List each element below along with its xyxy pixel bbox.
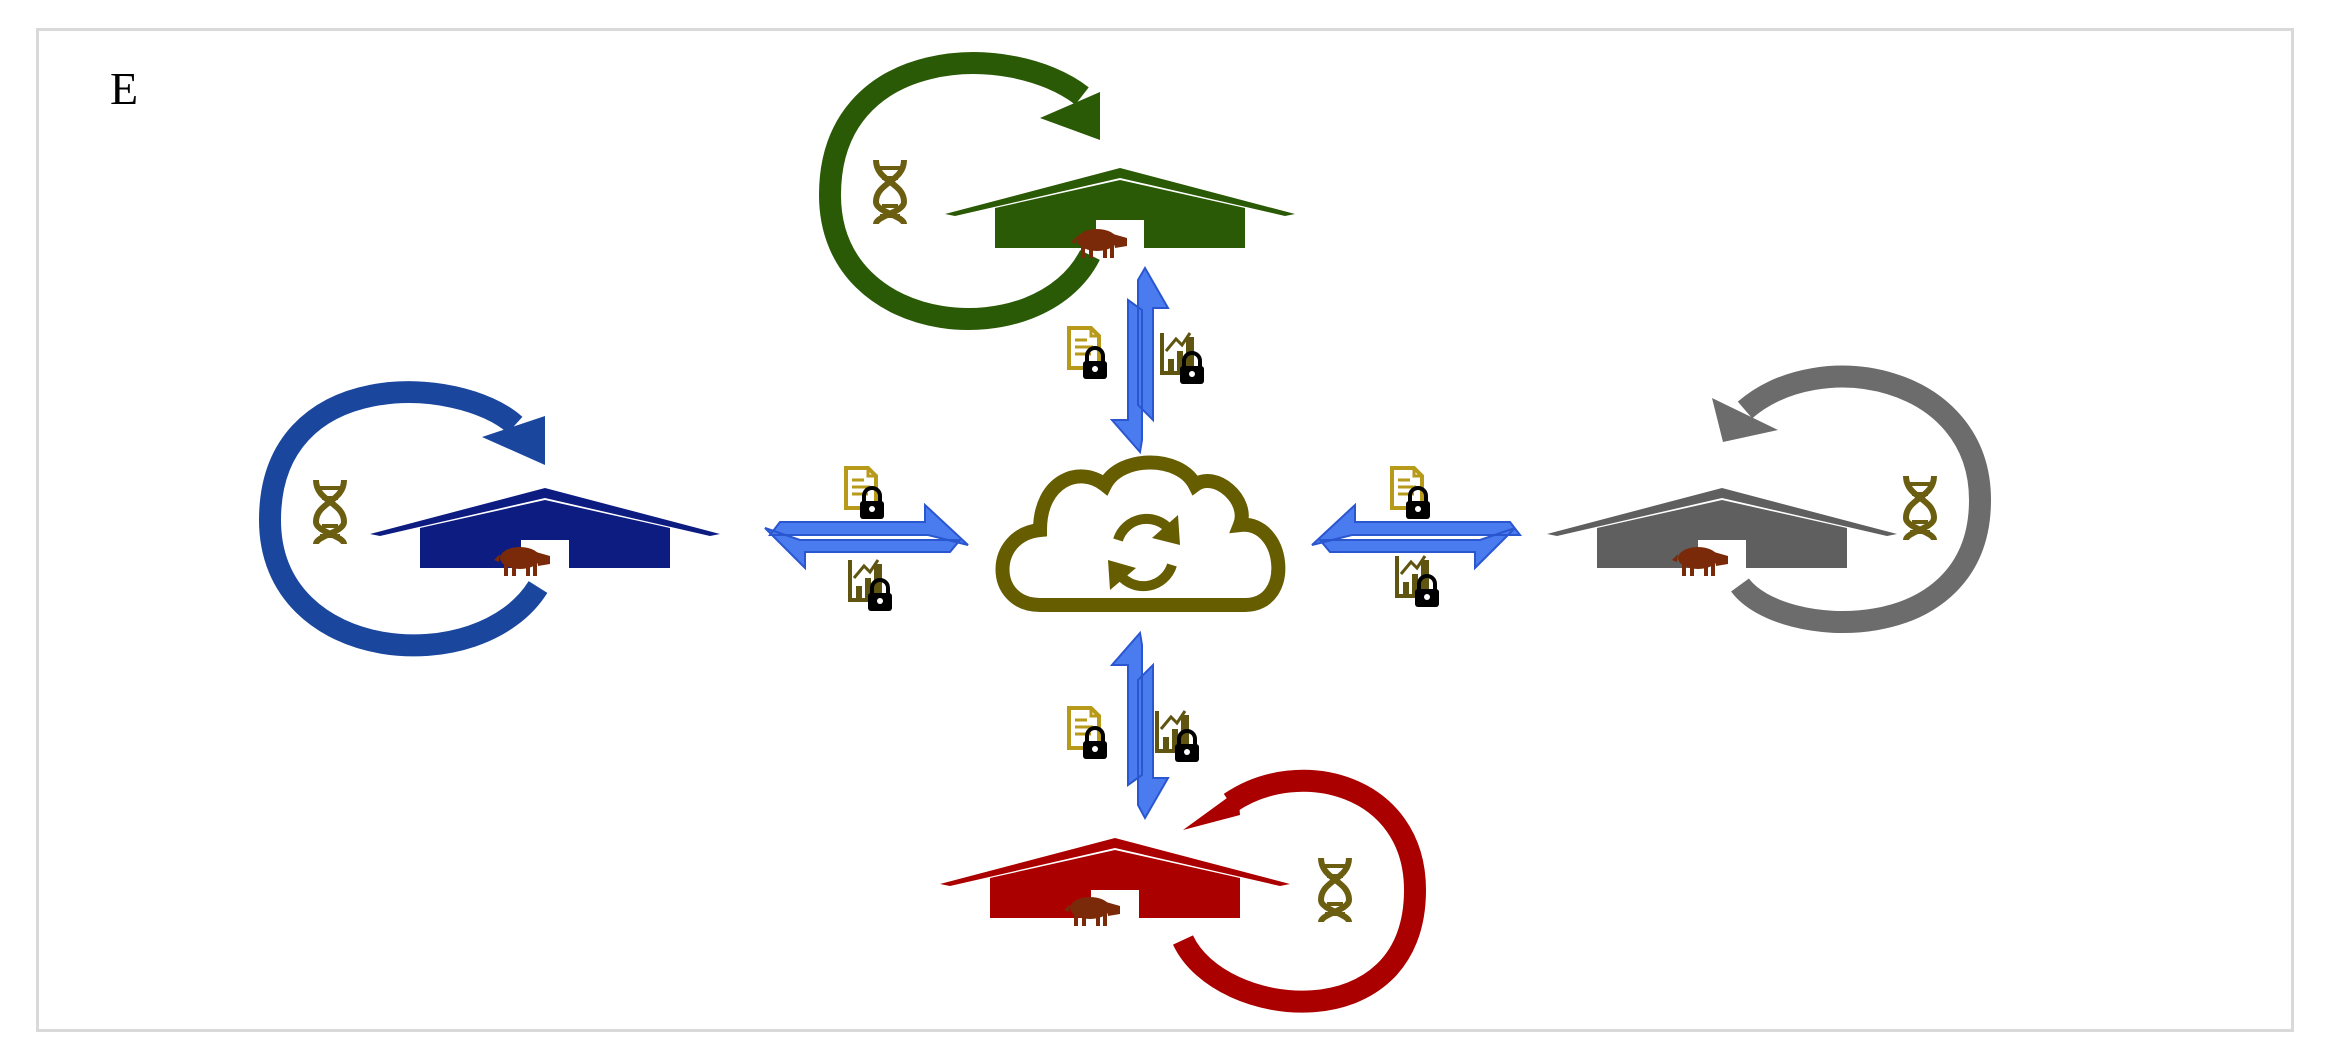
exchange-arrow-bottom [1109, 630, 1170, 821]
locked-document-icon [846, 468, 884, 519]
barn-icon [945, 168, 1295, 248]
locked-chart-icon [850, 560, 892, 611]
cycle-arrow-right [1731, 365, 1992, 633]
panel-label: E [110, 63, 139, 114]
exchange-arrow-top [1109, 266, 1170, 455]
farm-bottom [940, 769, 1427, 1013]
cycle-arrow-bottom [1173, 769, 1427, 1013]
dna-icon [1321, 858, 1349, 922]
barn-icon [940, 838, 1290, 918]
locked-document-icon [1069, 708, 1107, 759]
figure-frame [36, 28, 2294, 1032]
dna-icon [876, 160, 904, 224]
exchange-arrow-left [764, 502, 969, 571]
cycle-arrow-top [818, 52, 1100, 330]
farm-right [1547, 365, 1992, 633]
cycle-arrowhead-right [1712, 398, 1778, 442]
locked-document-icon [1392, 468, 1430, 519]
dna-icon [1906, 476, 1934, 540]
locked-chart-icon [1397, 556, 1439, 607]
barn-icon [1547, 488, 1897, 568]
farm-left [258, 381, 720, 657]
locked-chart-icon [1162, 333, 1204, 384]
locked-document-icon [1069, 328, 1107, 379]
exchange-arrow-right [1311, 502, 1523, 571]
locked-chart-icon [1157, 711, 1199, 762]
dna-icon [316, 480, 344, 544]
cycle-arrowhead-bottom [1183, 790, 1240, 830]
barn-icon [370, 488, 720, 568]
cycle-arrowhead-left [482, 416, 545, 465]
cycle-arrowhead-top [1040, 92, 1100, 140]
cloud-sync-icon [995, 455, 1286, 612]
cycle-arrow-left [258, 381, 548, 657]
farm-top [818, 52, 1295, 330]
